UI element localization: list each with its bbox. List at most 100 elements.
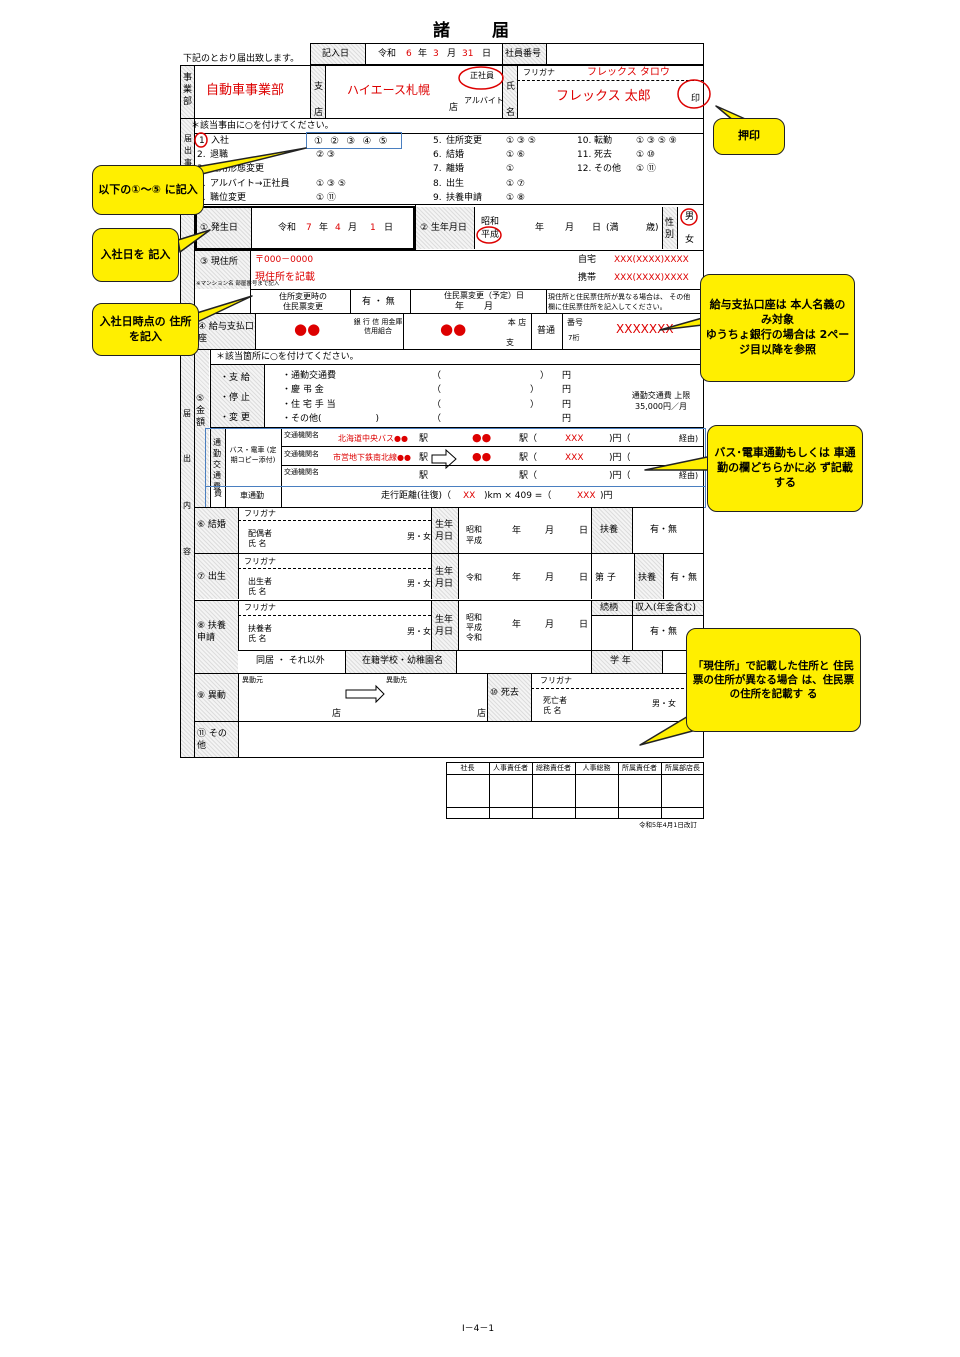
reason-11-num: 10.	[577, 136, 592, 146]
gatsu: 月	[545, 620, 555, 630]
heisei: 平成	[466, 536, 482, 545]
umu: 有・無	[670, 573, 698, 583]
from-label: 異動元	[242, 676, 263, 684]
tail-hire-date	[177, 229, 211, 253]
form-title: 諸 届	[433, 21, 527, 41]
reason-4-codes: ① ③ ⑤	[316, 179, 346, 189]
divider	[194, 65, 195, 118]
danjo: 男・女	[652, 699, 676, 708]
shade	[195, 674, 238, 721]
divider	[238, 615, 431, 616]
shade	[663, 207, 677, 249]
addr-change-umu: 有 ・ 無	[362, 297, 395, 307]
arrow-transfer	[345, 684, 385, 704]
s2-sai: 歳)	[646, 223, 659, 233]
sex-male: 男	[685, 212, 695, 222]
divider	[502, 65, 503, 118]
birth-label: 生年 月日	[435, 567, 454, 589]
allow-3: ・住 宅 手 当	[282, 400, 336, 410]
fuyou: 扶養	[638, 573, 657, 583]
tail-commute	[644, 455, 715, 471]
divider	[194, 553, 704, 554]
circle-seal	[677, 79, 711, 109]
s1-m-unit: 月	[348, 223, 358, 233]
shade	[195, 251, 250, 289]
reason-7-codes: ① ⑥	[506, 150, 525, 160]
s1-label: ① 発生日	[200, 223, 238, 233]
shade	[432, 554, 458, 599]
eki: 駅	[419, 434, 429, 444]
callout-account: 給与支払口座は 本人名義のみ対象 ゆうちょ銀行の場合は 2ページ目以降を参照	[700, 274, 855, 382]
danjo: 男・女	[407, 532, 431, 541]
eki-paren: 駅（	[519, 434, 538, 444]
s6-label: ⑥ 結婚	[197, 520, 226, 530]
paren: （	[432, 371, 442, 381]
bus-train: バス・電車 (定期コピー添付)	[229, 446, 277, 464]
s7-label: ⑦ 出生	[197, 572, 226, 582]
yen-paren: )円（	[609, 434, 631, 444]
reason-9-num: 8.	[433, 179, 442, 189]
reason-9-codes: ① ⑦	[506, 179, 525, 189]
divider	[325, 65, 326, 118]
fare-2: XXX	[565, 453, 584, 463]
zokugara: 続柄	[600, 603, 619, 613]
eki: 駅	[419, 471, 429, 481]
page-number: I－4－1	[462, 1324, 495, 1334]
s2-m-unit: 月	[565, 223, 575, 233]
yen: 円	[562, 371, 572, 381]
divider	[194, 600, 704, 601]
shade	[195, 601, 238, 673]
branch-value: ハイエース札幌	[347, 83, 431, 97]
mansion-note: ※マンション名 部屋番号まで記入	[196, 281, 280, 287]
yen-paren: )円（	[609, 453, 631, 463]
divider	[575, 762, 576, 819]
side-you: 容	[183, 547, 191, 556]
yen: 円	[562, 385, 572, 395]
s1-frame	[195, 206, 415, 250]
shade	[195, 554, 238, 599]
reiwa: 令和	[466, 633, 482, 642]
shiten: 支	[506, 338, 514, 347]
income: 収入(年金含む)	[635, 603, 697, 613]
yen: 円	[562, 400, 572, 410]
pay-kind-2: ・停 止	[220, 393, 250, 403]
shade	[346, 651, 456, 673]
s4-label: ④ 給与支払口座	[198, 322, 254, 344]
divider	[210, 364, 704, 365]
divider	[517, 80, 704, 81]
nichi: 日	[579, 573, 589, 583]
divider	[238, 553, 239, 599]
station-dots-1: ●●	[472, 431, 492, 444]
reason-11-codes: ① ③ ⑤ ⑨	[636, 136, 677, 146]
reason-2-codes: ② ③	[316, 150, 335, 160]
danjo: 男・女	[407, 579, 431, 588]
nanaketa: 7桁	[568, 334, 580, 342]
reason-1-num: 1	[199, 136, 205, 146]
paren: （	[432, 414, 442, 424]
divider	[365, 43, 366, 65]
divider	[662, 207, 663, 249]
callout-hire-date: 入社日を 記入	[92, 228, 179, 282]
reason-12-label: 死去	[594, 150, 613, 160]
honten: 本 店	[507, 318, 527, 327]
fare-1: XXX	[565, 434, 584, 444]
paren: （	[432, 400, 442, 410]
deceased-label: 死亡者 氏 名	[543, 696, 567, 715]
divider	[250, 289, 704, 290]
reason-5-codes: ① ⑪	[316, 193, 336, 203]
divider	[531, 313, 532, 349]
reason-13-label: その他	[594, 164, 622, 174]
branch-dots: ●●	[440, 320, 467, 338]
s1-month: 4	[335, 223, 341, 233]
gatsu: 月	[545, 526, 555, 536]
approval-4: 人事総務	[582, 764, 611, 772]
divider	[194, 133, 704, 134]
bank-type: 銀 行 信 用金庫信用組合	[353, 318, 403, 335]
s8-label: ⑧ 扶養申請	[197, 621, 226, 643]
divider	[194, 721, 704, 722]
divider	[255, 313, 256, 349]
dept-value: 自動車事業部	[206, 83, 285, 98]
s3-label: ③ 現住所	[200, 257, 238, 267]
reason-10-codes: ① ⑧	[506, 193, 525, 203]
divider	[632, 507, 633, 553]
